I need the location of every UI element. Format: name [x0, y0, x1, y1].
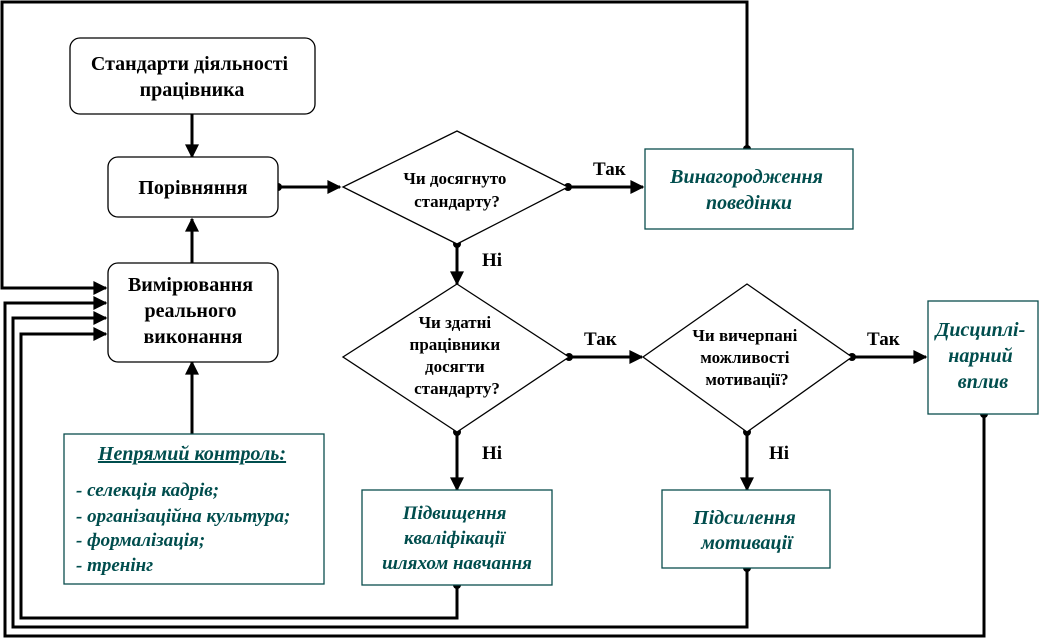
motivation-box: Підсилення мотивації [661, 489, 831, 569]
question-motivation-exhausted: Чи вичерпані можливості мотивації? [641, 283, 854, 433]
measurement-line-1: Вимірювання [128, 274, 253, 296]
standards-line-1: Стандарти діяльності [91, 53, 289, 75]
label-no-training: Ні [482, 443, 502, 464]
svg-text:Порівняння: Порівняння [138, 177, 247, 199]
svg-text:Стандарти діяльності пра: Стандарти діяльності працівника [91, 53, 293, 101]
svg-text:Чи здатні працівники: Чи здатні працівники досягти стандарту? [410, 313, 505, 398]
svg-text:Підсилення мотивації: Підсилення мотивації [692, 507, 801, 554]
discipline-box: Дисциплі- нарний вплив [927, 300, 1039, 415]
training-line-1: Підвищення [402, 503, 507, 524]
q-reached-line-1: Чи досягнуто [403, 169, 506, 188]
indirect-control-box: Непрямий контроль: - селекція кадрів; - … [63, 433, 325, 585]
indirect-item-formalization: - формалізація; [76, 530, 205, 551]
indirect-control-title: Непрямий контроль: [97, 443, 286, 465]
measurement-box: Вимірювання реального виконання [107, 262, 279, 363]
indirect-item-training: - тренінг [76, 555, 153, 576]
svg-text:Вимірювання реального: Вимірювання реального виконання [128, 274, 258, 348]
svg-text:Чи досягнуто стандарту?: Чи досягнуто стандарту? [403, 169, 510, 211]
training-line-3: шляхом навчання [382, 553, 532, 574]
svg-text:Чи вичерпані можливості: Чи вичерпані можливості мотивації? [692, 326, 801, 389]
reward-line-2: поведінки [706, 192, 792, 214]
measurement-line-2: реального [144, 300, 236, 322]
feedback-training [19, 327, 459, 620]
training-box: Підвищення кваліфікації шляхом навчання [361, 489, 553, 586]
feedback-motivation [11, 311, 749, 629]
motivation-line-2: мотивації [700, 532, 794, 554]
standards-line-2: працівника [140, 79, 245, 101]
label-yes-motivation-q: Так [584, 329, 617, 350]
reward-box: Винагородження поведінки [644, 148, 854, 230]
label-yes-reward: Так [593, 159, 626, 180]
measurement-line-3: виконання [144, 326, 243, 348]
svg-text:- селекція кадрів; - орг: - селекція кадрів; - організаційна культ… [76, 480, 295, 576]
motivation-line-1: Підсилення [692, 507, 796, 529]
comparison-label: Порівняння [138, 177, 247, 199]
svg-text:Винагородження поведінки: Винагородження поведінки [669, 166, 828, 214]
feedback-reward [0, 0, 749, 295]
q-able-line-4: стандарту? [414, 379, 500, 398]
label-no-motivation: Ні [769, 443, 789, 464]
question-standard-reached: Чи досягнуто стандарту? [341, 130, 570, 245]
indirect-item-culture: - організаційна культура; [76, 506, 290, 527]
svg-text:Підвищення кваліфікації: Підвищення кваліфікації шляхом навчання [382, 503, 532, 574]
label-yes-discipline: Так [867, 329, 900, 350]
q-motivation-line-1: Чи вичерпані [692, 326, 797, 345]
question-able-to-reach: Чи здатні працівники досягти стандарту? [341, 283, 571, 433]
discipline-line-1: Дисциплі- [934, 319, 1026, 341]
q-motivation-line-2: можливості [700, 348, 790, 367]
discipline-line-3: вплив [958, 371, 1008, 393]
comparison-box: Порівняння [107, 156, 279, 218]
q-able-line-2: працівники [410, 335, 501, 354]
q-motivation-line-3: мотивації? [705, 370, 788, 389]
q-able-line-3: досягти [425, 357, 485, 376]
reward-line-1: Винагородження [669, 166, 823, 188]
indirect-item-selection: - селекція кадрів; [76, 480, 219, 501]
discipline-line-2: нарний [948, 345, 1012, 367]
label-no-ability: Ні [482, 250, 502, 271]
training-line-2: кваліфікації [404, 528, 507, 549]
svg-text:Дисциплі- нарний в: Дисциплі- нарний вплив [934, 319, 1031, 393]
q-able-line-1: Чи здатні [419, 313, 492, 332]
standards-box: Стандарти діяльності працівника [69, 37, 316, 115]
feedback-discipline [3, 296, 986, 638]
edge-labels: Так Ні Так Так Ні Ні [482, 159, 900, 464]
svg-text:Непрямий контроль:: Непрямий контроль: [97, 443, 286, 465]
q-reached-line-2: стандарту? [414, 192, 500, 211]
